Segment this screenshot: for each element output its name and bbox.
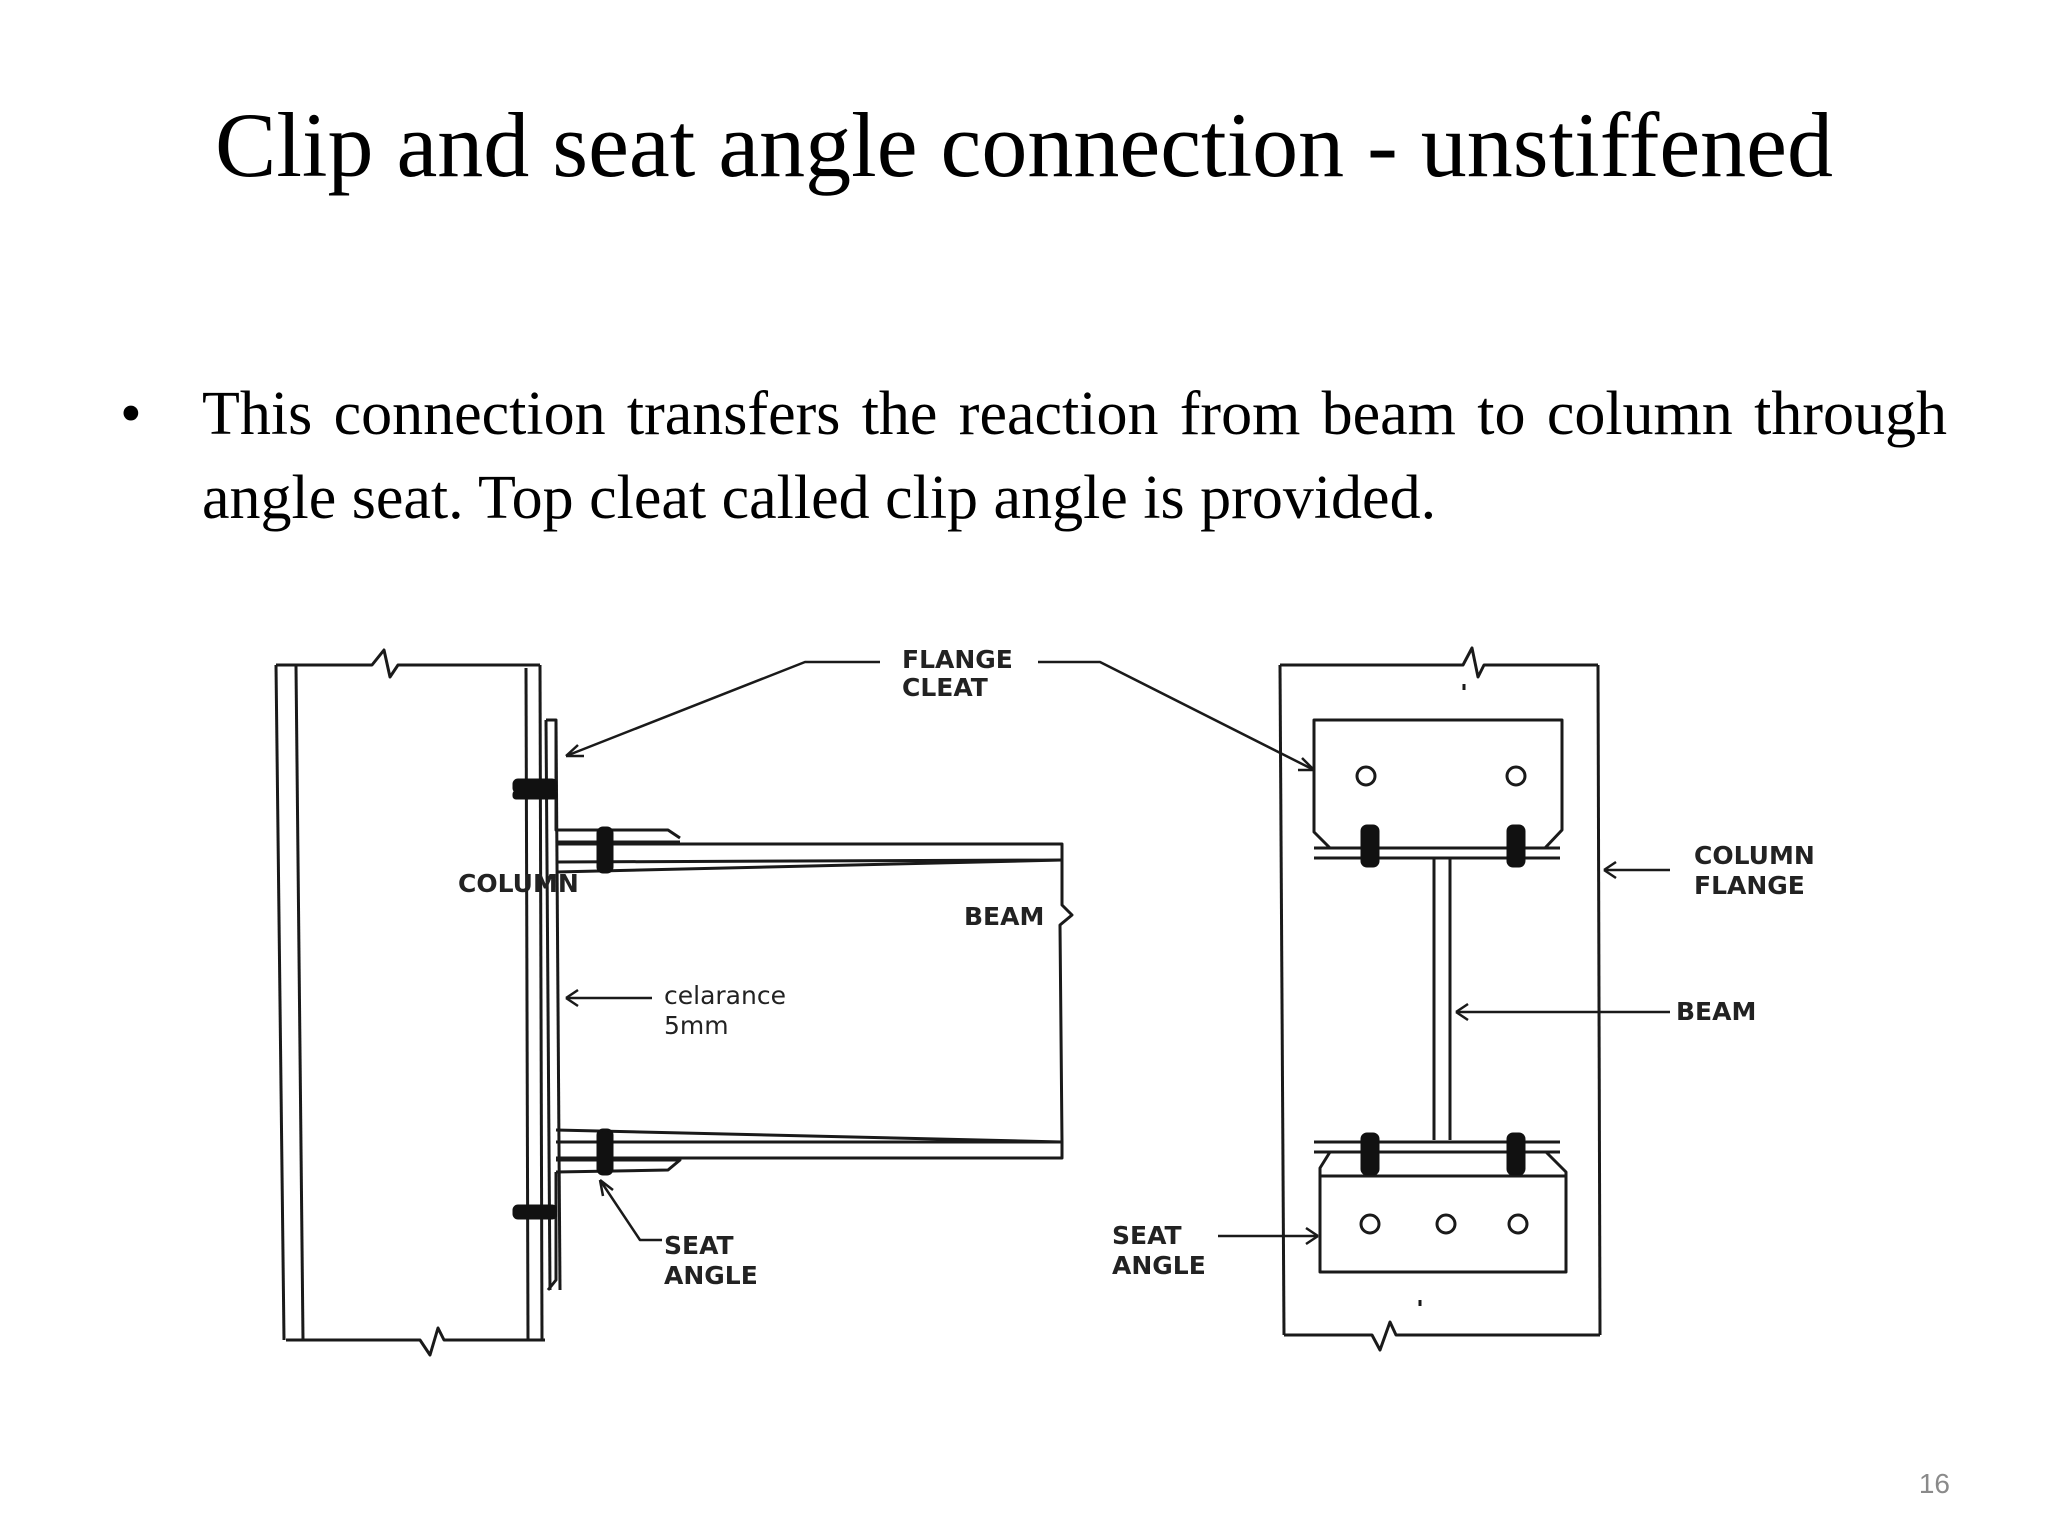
slide-title: Clip and seat angle connection - unstiff… (214, 94, 1834, 196)
label-beam-right: BEAM (1676, 997, 1756, 1026)
seat-angle-left (546, 1158, 682, 1291)
label-column-flange-1: COLUMN (1694, 841, 1815, 870)
label-seat-angle-left-2: ANGLE (664, 1261, 758, 1290)
bolts-left (512, 778, 614, 1220)
seat-angle-end-view (1318, 1150, 1568, 1274)
page-number: 16 (1918, 1468, 1950, 1499)
label-column-left: COLUMN (458, 869, 579, 898)
column-flange-end-view (1278, 646, 1602, 1352)
bolt-holes-right (1355, 765, 1529, 1235)
leaders-left (565, 660, 880, 1242)
bullet-text: This connection transfers the reaction f… (202, 380, 1947, 532)
label-beam-left: BEAM (964, 902, 1044, 931)
leaders-right (1038, 660, 1670, 1246)
column-side-view (274, 648, 562, 1357)
beam-side-view (555, 842, 1074, 1160)
bullet-marker: • (120, 380, 142, 448)
bolts-right (1360, 824, 1526, 1176)
label-seat-angle-right-2: ANGLE (1112, 1251, 1206, 1280)
label-flange-cleat-2: CLEAT (902, 673, 988, 702)
label-column-flange-2: FLANGE (1694, 871, 1805, 900)
label-clearance-2: 5mm (664, 1011, 729, 1040)
beam-end-view (1314, 846, 1560, 1154)
label-clearance-1: celarance (664, 981, 786, 1010)
label-seat-angle-right-1: SEAT (1112, 1221, 1182, 1250)
label-seat-angle-left-1: SEAT (664, 1231, 734, 1260)
label-flange-cleat-1: FLANGE (902, 645, 1013, 674)
clip-angle-left (546, 718, 681, 844)
